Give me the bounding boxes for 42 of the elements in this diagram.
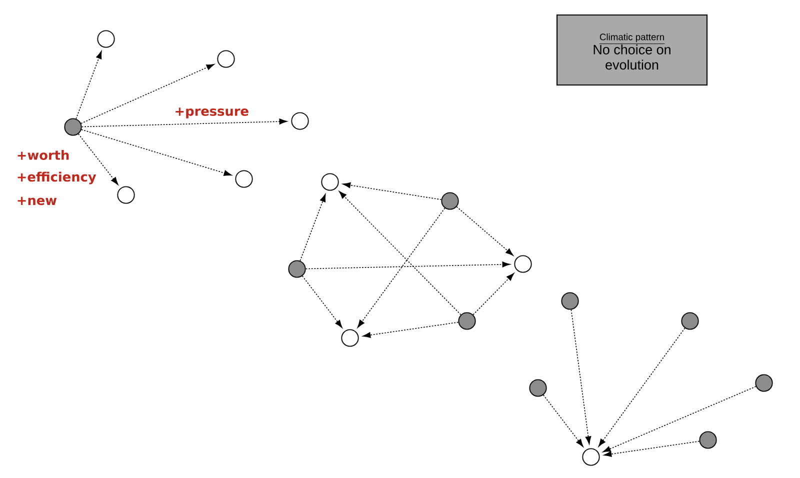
arrow bbox=[81, 129, 232, 176]
arrow bbox=[80, 64, 214, 124]
circle-node bbox=[217, 50, 235, 68]
arrow bbox=[338, 191, 462, 316]
circle-node bbox=[755, 374, 773, 392]
circle-node bbox=[117, 186, 135, 204]
circle-node bbox=[288, 260, 306, 278]
circle-node bbox=[561, 292, 579, 310]
circle-node bbox=[341, 329, 359, 347]
arrow bbox=[602, 386, 756, 452]
circle-node bbox=[681, 312, 699, 330]
arrow bbox=[305, 262, 510, 270]
circle-node bbox=[97, 30, 115, 48]
circle-node bbox=[441, 192, 459, 210]
circle-node bbox=[582, 448, 600, 466]
circle-node bbox=[458, 312, 476, 330]
arrow bbox=[76, 50, 102, 120]
arrow bbox=[302, 276, 342, 328]
arrow bbox=[362, 322, 459, 338]
circle-node bbox=[235, 170, 253, 188]
edge-label: +pressure bbox=[176, 108, 248, 118]
circle-node bbox=[529, 379, 547, 397]
note-label: +new bbox=[18, 196, 57, 206]
circle-node bbox=[321, 173, 339, 191]
arrow bbox=[300, 194, 326, 262]
circle-node bbox=[291, 112, 309, 130]
text-box: Climatic pattern No choice on evolution bbox=[556, 14, 708, 86]
arrow bbox=[342, 182, 442, 200]
circle-node bbox=[699, 431, 717, 449]
arrow bbox=[604, 440, 700, 457]
arrow bbox=[81, 118, 288, 128]
circle-node bbox=[514, 255, 532, 273]
arrow bbox=[78, 134, 118, 185]
arrow bbox=[598, 328, 686, 447]
arrow bbox=[456, 206, 514, 256]
arrow bbox=[357, 208, 446, 328]
note-label: +efficiency bbox=[18, 172, 96, 184]
circle-node bbox=[64, 118, 82, 136]
note-label: +worth bbox=[18, 150, 69, 160]
arrow bbox=[472, 273, 514, 316]
arrow bbox=[570, 309, 592, 444]
arrow bbox=[542, 394, 584, 447]
